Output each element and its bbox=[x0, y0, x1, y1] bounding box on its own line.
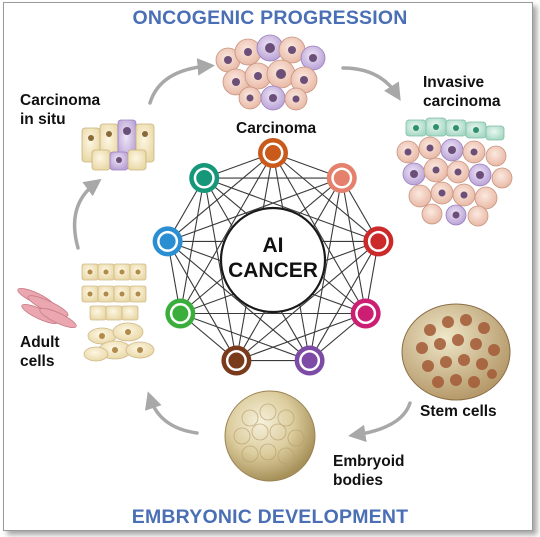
network-edge bbox=[167, 177, 342, 242]
network-edge bbox=[272, 152, 367, 314]
network-edge bbox=[236, 240, 379, 361]
carcinoma-in-situ-label: Carcinoma in situ bbox=[20, 92, 101, 128]
network-node-1 bbox=[258, 138, 288, 168]
arrow-stem-to-embryoid bbox=[348, 401, 412, 443]
embryoid-bodies-label: Embryoid bodies bbox=[333, 453, 405, 489]
stem-cells-illustration bbox=[401, 303, 511, 401]
center-circle bbox=[219, 206, 327, 314]
network-edge bbox=[341, 177, 367, 314]
adult-cells-illustration bbox=[17, 263, 155, 362]
network-node-5 bbox=[294, 345, 325, 376]
carcinoma-label: Carcinoma bbox=[236, 120, 317, 137]
arrow-insitu-to-carcinoma bbox=[148, 58, 215, 105]
network-node-8 bbox=[152, 226, 183, 257]
network-edge bbox=[309, 241, 379, 361]
network-edge bbox=[272, 152, 379, 242]
carcinoma-in-situ-illustration bbox=[81, 119, 155, 171]
arrow-adult-to-insitu bbox=[72, 178, 102, 250]
network-node-6 bbox=[221, 345, 252, 376]
network-edge bbox=[179, 152, 274, 314]
network-node-7 bbox=[165, 298, 196, 329]
muscle-fibres bbox=[17, 288, 77, 328]
embryoid-body-illustration bbox=[224, 390, 316, 482]
center-label-ai: AI bbox=[262, 234, 284, 257]
invasive-carcinoma-illustration bbox=[396, 117, 513, 227]
invasive-carcinoma-label: Invasive carcinoma bbox=[423, 74, 501, 110]
network-node-2 bbox=[326, 163, 357, 194]
network-edge bbox=[203, 177, 237, 361]
adult-cells-label: Adult cells bbox=[20, 334, 60, 370]
network-edge bbox=[236, 312, 366, 362]
network-edge bbox=[167, 240, 310, 361]
network-node-4 bbox=[350, 298, 381, 329]
network-edge bbox=[179, 177, 205, 314]
arrow-carcinoma-to-invasive bbox=[341, 66, 401, 101]
network-node-9 bbox=[189, 163, 220, 194]
flat-cells bbox=[83, 322, 155, 362]
center-label: AI CANCER bbox=[221, 233, 325, 283]
stem-cells-label: Stem cells bbox=[420, 403, 497, 420]
cycle-arrows bbox=[72, 58, 412, 443]
network-nodes bbox=[152, 138, 394, 376]
network-edge bbox=[167, 152, 274, 242]
oncogenic-progression-title: ONCOGENIC PROGRESSION bbox=[132, 7, 408, 29]
arrow-embryoid-to-adult bbox=[145, 391, 199, 435]
center-label-cancer: CANCER bbox=[228, 259, 318, 282]
network-node-3 bbox=[363, 226, 394, 257]
network-edge bbox=[309, 177, 343, 361]
embryonic-development-title: EMBRYONIC DEVELOPMENT bbox=[131, 506, 409, 528]
network-edge bbox=[180, 312, 310, 362]
carcinoma-cells-illustration bbox=[215, 34, 326, 111]
network-edge bbox=[204, 177, 379, 242]
network-edge bbox=[167, 241, 237, 361]
